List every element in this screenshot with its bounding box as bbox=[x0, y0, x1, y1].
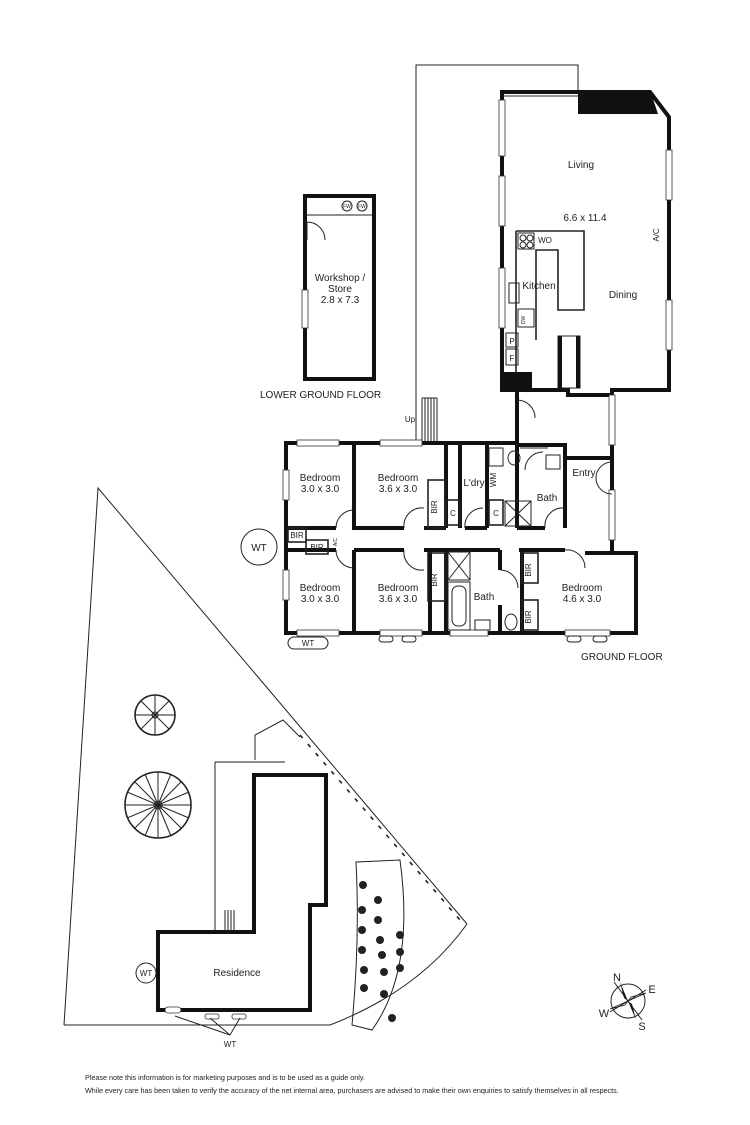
bedroom-5-dim: 4.6 x 3.0 bbox=[563, 594, 602, 605]
bedroom-3-dim: 3.0 x 3.0 bbox=[301, 594, 340, 605]
entry-label: Entry bbox=[572, 468, 595, 479]
residence-label: Residence bbox=[213, 968, 261, 979]
water-tank-label-4: WT bbox=[140, 969, 153, 978]
up-label: Up bbox=[405, 415, 416, 424]
fence-dots bbox=[299, 734, 461, 921]
workshop-name: Workshop / bbox=[315, 273, 366, 284]
stairs-up: Up bbox=[405, 397, 438, 443]
cupboard-label-2: C bbox=[493, 509, 499, 518]
kitchen-label: Kitchen bbox=[522, 281, 555, 292]
bedroom-5-label: Bedroom bbox=[562, 583, 603, 594]
cupboard-label-1: C bbox=[450, 509, 456, 518]
ground-floor: A/C Bedroom 3.0 x 3.0 Bedroom 3.6 x 3.0 … bbox=[240, 439, 638, 650]
bir-label-2: BIR bbox=[430, 573, 439, 587]
bir-label-1: BIR bbox=[430, 500, 439, 514]
workshop-name-2: Store bbox=[328, 284, 352, 295]
bir-label-3: BIR bbox=[524, 563, 533, 577]
water-tank-label-3: WT bbox=[224, 1040, 237, 1049]
living-label: Living bbox=[568, 160, 594, 171]
wall-oven-label: WO bbox=[538, 236, 552, 245]
pantry-label: P bbox=[509, 337, 514, 346]
laundry-label: L'dry bbox=[463, 478, 484, 489]
bedroom-1-label: Bedroom bbox=[300, 473, 341, 484]
bedroom-2-dim: 3.6 x 3.0 bbox=[379, 484, 418, 495]
compass-icon: N E S W bbox=[599, 972, 656, 1033]
bir-label-6: BIR bbox=[310, 543, 324, 552]
workshop-fw-label: FW bbox=[343, 204, 351, 210]
water-tank-label: WT bbox=[251, 543, 267, 554]
tree-large bbox=[124, 771, 192, 839]
disclaimer-line-1: Please note this information is for mark… bbox=[85, 1073, 365, 1082]
tree-small bbox=[134, 694, 176, 736]
compass-s: S bbox=[638, 1021, 645, 1033]
lower-ground-floor-label: LOWER GROUND FLOOR bbox=[260, 390, 381, 401]
site-plan: Residence WT WT bbox=[63, 486, 468, 1049]
bath-1-label: Bath bbox=[537, 493, 558, 504]
bir-label-4: BIR bbox=[524, 610, 533, 624]
dishwasher-label: DW bbox=[521, 316, 527, 325]
workshop-fw-label-2: FW bbox=[358, 204, 366, 210]
bedroom-3-label: Bedroom bbox=[300, 583, 341, 594]
workshop: FW FW Workshop / Store 2.8 x 7.3 bbox=[301, 194, 376, 381]
hall-ac-label: A/C bbox=[333, 537, 339, 546]
living-ac-label: A/C bbox=[652, 228, 661, 242]
compass-n: N bbox=[613, 972, 621, 984]
bedroom-1-dim: 3.0 x 3.0 bbox=[301, 484, 340, 495]
washing-machine-label: WM bbox=[489, 473, 498, 488]
hall-connector bbox=[515, 390, 616, 458]
compass-e: E bbox=[648, 984, 655, 996]
bir-label-5: BIR bbox=[290, 531, 304, 540]
dining-label: Dining bbox=[609, 290, 637, 301]
bedroom-4-label: Bedroom bbox=[378, 583, 419, 594]
compass-w: W bbox=[599, 1008, 610, 1020]
disclaimer-line-2: While every care has been taken to verif… bbox=[85, 1086, 619, 1095]
living-dim: 6.6 x 11.4 bbox=[563, 213, 607, 224]
workshop-dim: 2.8 x 7.3 bbox=[321, 295, 360, 306]
deck-outline bbox=[415, 64, 579, 443]
ground-floor-label: GROUND FLOOR bbox=[581, 652, 663, 663]
bedroom-2-label: Bedroom bbox=[378, 473, 419, 484]
bath-2-label: Bath bbox=[474, 592, 495, 603]
water-tank-label-2: WT bbox=[302, 639, 315, 648]
living-wing: A/C WO DW P F Living 6.6 x 11.4 Kitchen … bbox=[498, 90, 673, 397]
fridge-label: F bbox=[510, 354, 515, 363]
bedroom-4-dim: 3.6 x 3.0 bbox=[379, 594, 418, 605]
disclaimer: Please note this information is for mark… bbox=[85, 1071, 705, 1097]
